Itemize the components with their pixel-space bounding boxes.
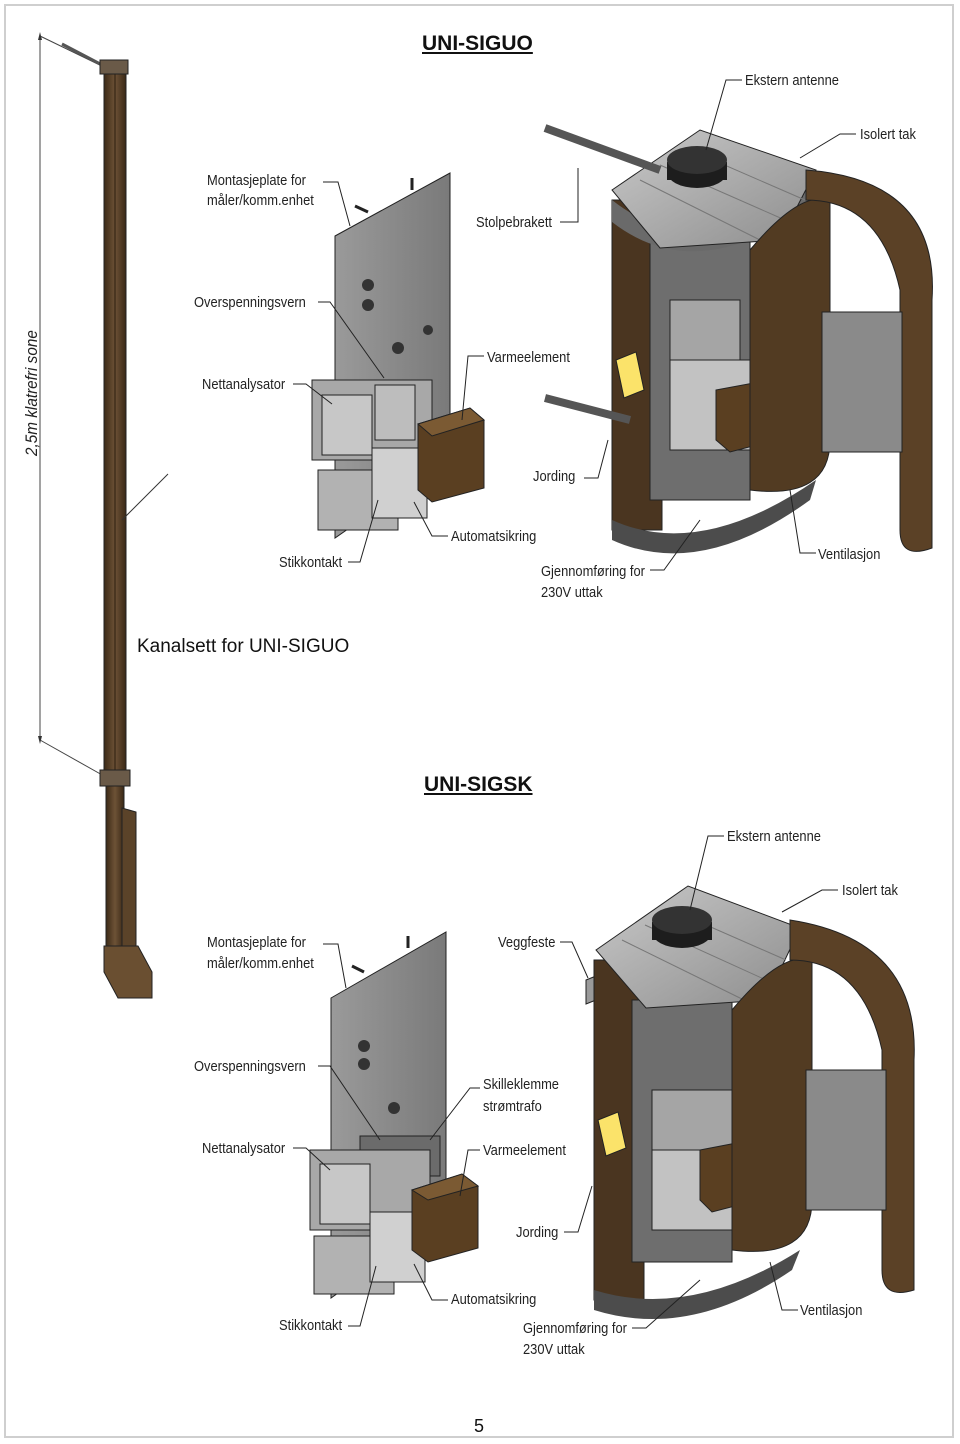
label-ekstern-antenne-top: Ekstern antenne	[745, 72, 839, 89]
label-varmeelement-top: Varmeelement	[487, 349, 570, 366]
label-stikkontakt-bottom: Stikkontakt	[279, 1317, 343, 1334]
caption-kanalsett: Kanalsett for UNI-SIGUO	[137, 636, 350, 657]
leader-lines-top	[293, 79, 856, 571]
label-veggfeste: Veggfeste	[498, 934, 556, 951]
cabinet-bottom	[585, 885, 915, 1319]
label-nettanalysator-bottom: Nettanalysator	[202, 1140, 286, 1157]
page-number: 5	[474, 1416, 485, 1436]
label-skilleklemme-line2: strømtrafo	[483, 1098, 542, 1115]
label-isolert-tak-bottom: Isolert tak	[842, 882, 898, 899]
label-automatsikring-top: Automatsikring	[451, 528, 537, 545]
label-varmeelement-bottom: Varmeelement	[483, 1142, 566, 1159]
label-ekstern-antenne-bottom: Ekstern antenne	[727, 828, 821, 845]
label-ventilasjon-bottom: Ventilasjon	[800, 1302, 863, 1319]
mounting-plate-top	[311, 172, 486, 539]
label-montasjeplate-bottom-line1: Montasjeplate for	[207, 934, 306, 951]
label-overspenningsvern-top: Overspenningsvern	[194, 294, 306, 311]
page-border	[4, 4, 954, 1438]
label-isolert-tak-top: Isolert tak	[860, 126, 916, 143]
label-gjennomforing-bottom-line1: Gjennomføring for	[523, 1320, 627, 1337]
label-montasjeplate-top-line2: måler/komm.enhet	[207, 192, 314, 209]
label-montasjeplate-bottom-line2: måler/komm.enhet	[207, 955, 314, 972]
label-jording-top: Jording	[533, 468, 576, 485]
label-stikkontakt-top: Stikkontakt	[279, 554, 343, 571]
label-stolpebrakett: Stolpebrakett	[476, 214, 553, 231]
label-gjennomforing-top-line2: 230V uttak	[541, 584, 603, 601]
title-uni-siguo: UNI-SIGUO	[422, 32, 533, 55]
label-gjennomforing-top-line1: Gjennomføring for	[541, 563, 645, 580]
label-skilleklemme-line1: Skilleklemme	[483, 1076, 559, 1093]
label-ventilasjon-top: Ventilasjon	[818, 546, 881, 563]
label-automatsikring-bottom: Automatsikring	[451, 1291, 537, 1308]
title-uni-sigsk: UNI-SIGSK	[424, 773, 533, 796]
cabinet-top	[543, 124, 933, 554]
label-gjennomforing-bottom-line2: 230V uttak	[523, 1341, 585, 1358]
cable-channel-pole	[38, 32, 169, 999]
leader-lines-bottom	[293, 835, 838, 1329]
label-nettanalysator-top: Nettanalysator	[202, 376, 286, 393]
label-jording-bottom: Jording	[516, 1224, 559, 1241]
label-montasjeplate-top-line1: Montasjeplate for	[207, 172, 306, 189]
mounting-plate-bottom	[309, 931, 480, 1299]
label-overspenningsvern-bottom: Overspenningsvern	[194, 1058, 306, 1075]
